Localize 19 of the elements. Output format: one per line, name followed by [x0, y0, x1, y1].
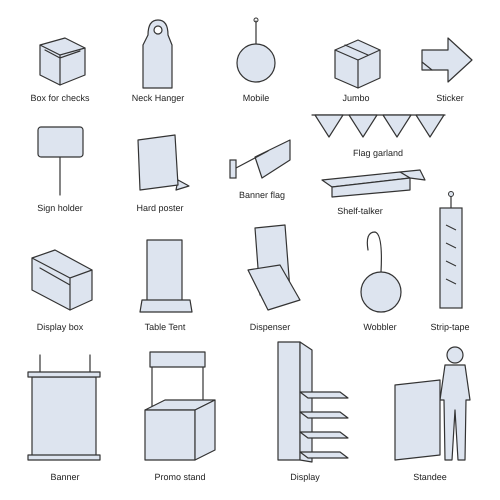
icon-label: Wobbler — [363, 322, 397, 333]
icon-label: Sticker — [436, 93, 464, 104]
icon-label: Sign holder — [37, 203, 83, 214]
icon-label: Display box — [36, 322, 84, 333]
icon-label: Box for checks — [30, 93, 90, 104]
icon-label: Standee — [413, 472, 447, 483]
icon-label: Table Tent — [144, 322, 186, 333]
icon-label: Flag garland — [352, 148, 404, 159]
icon-label: Mobile — [242, 93, 270, 104]
icon-label: Promo stand — [154, 472, 206, 483]
icon-label: Jumbo — [342, 93, 370, 104]
icon-label: Hard poster — [136, 203, 184, 214]
icon-label: Banner — [50, 472, 80, 483]
icon-label: Shelf-talker — [337, 206, 383, 217]
icon-label: Dispenser — [250, 322, 290, 333]
icon-label: Display — [290, 472, 320, 483]
icon-label: Neck Hanger — [132, 93, 184, 104]
icon-label: Strip-tape — [430, 322, 470, 333]
icon-label: Banner flag — [238, 190, 286, 201]
